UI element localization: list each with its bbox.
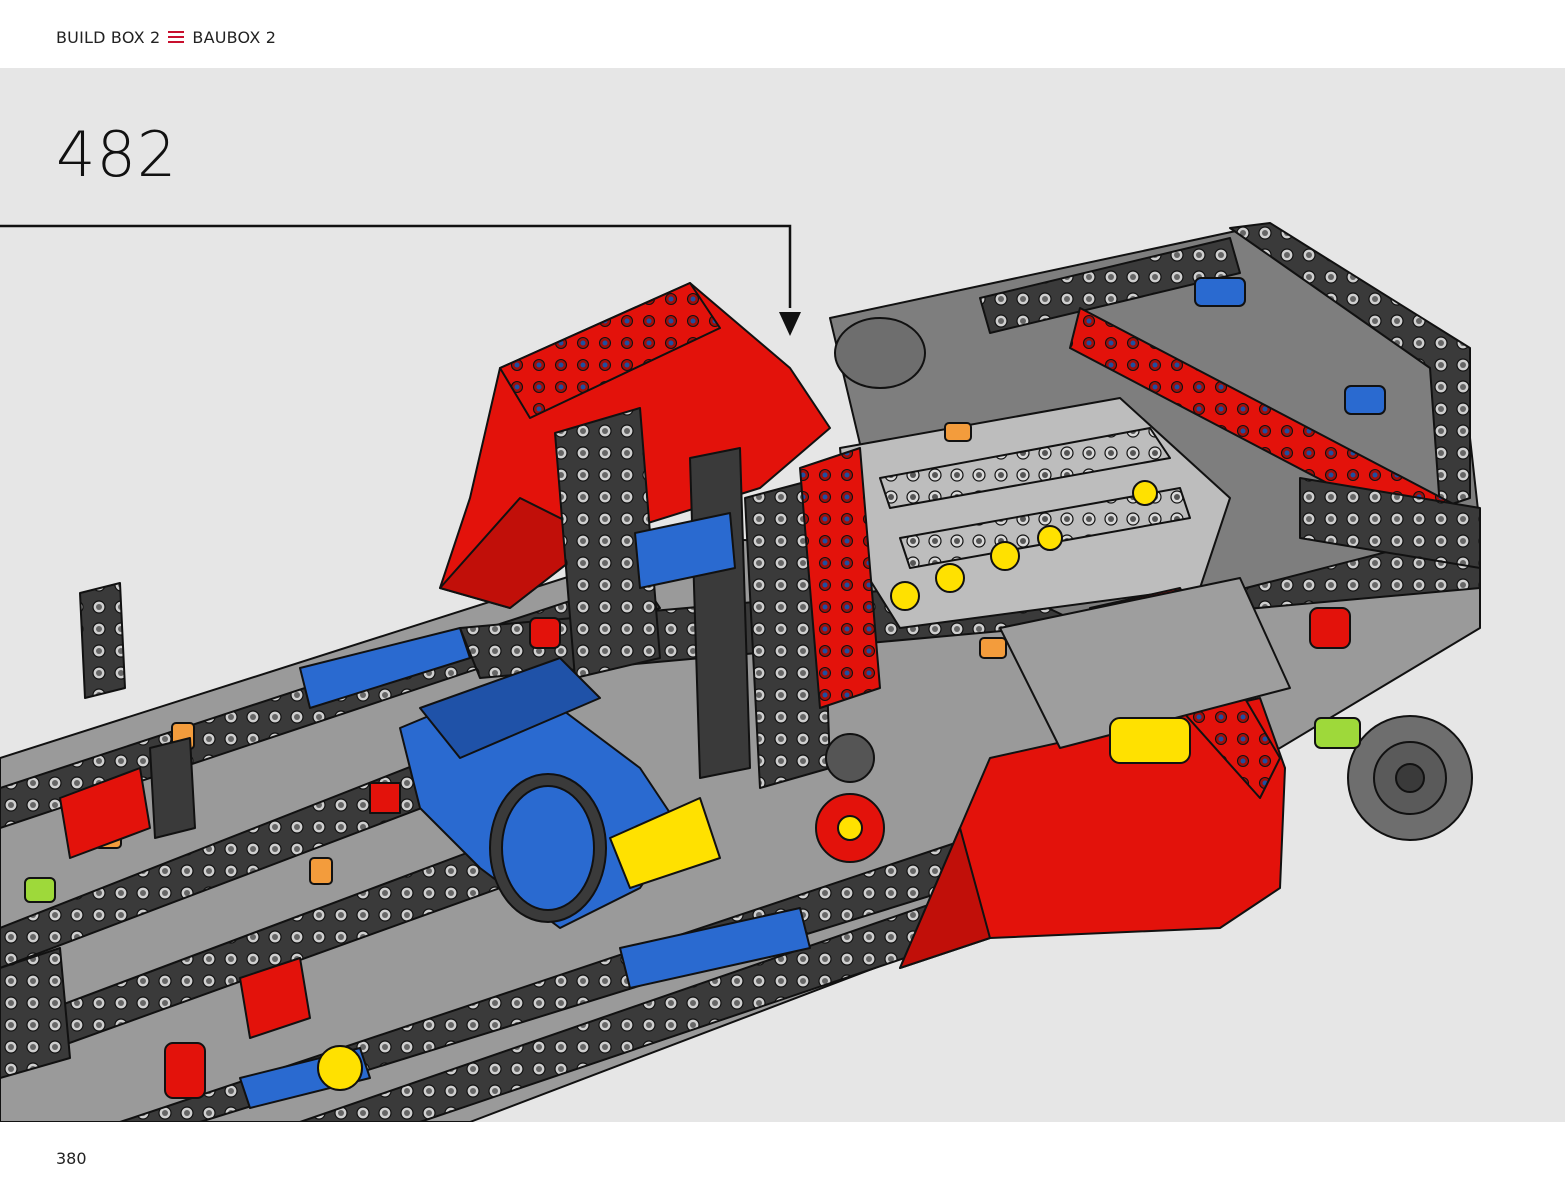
model-illustration (0, 222, 1481, 1122)
chassis-frame (0, 222, 1481, 1122)
step-number: 482 (56, 118, 178, 191)
page-header: BUILD BOX 2 BAUBOX 2 (0, 0, 1565, 68)
page-number: 380 (56, 1149, 87, 1168)
callout-arrow (0, 224, 801, 336)
hamburger-icon (168, 30, 185, 44)
build-box-german: BAUBOX 2 (192, 27, 277, 47)
down-arrow-icon (779, 312, 801, 336)
build-box-english: BUILD BOX 2 (56, 27, 161, 47)
page-footer: 380 (0, 1122, 1565, 1191)
instruction-canvas: 482 (0, 68, 1565, 1122)
build-box-label: BUILD BOX 2 BAUBOX 2 (56, 26, 276, 48)
